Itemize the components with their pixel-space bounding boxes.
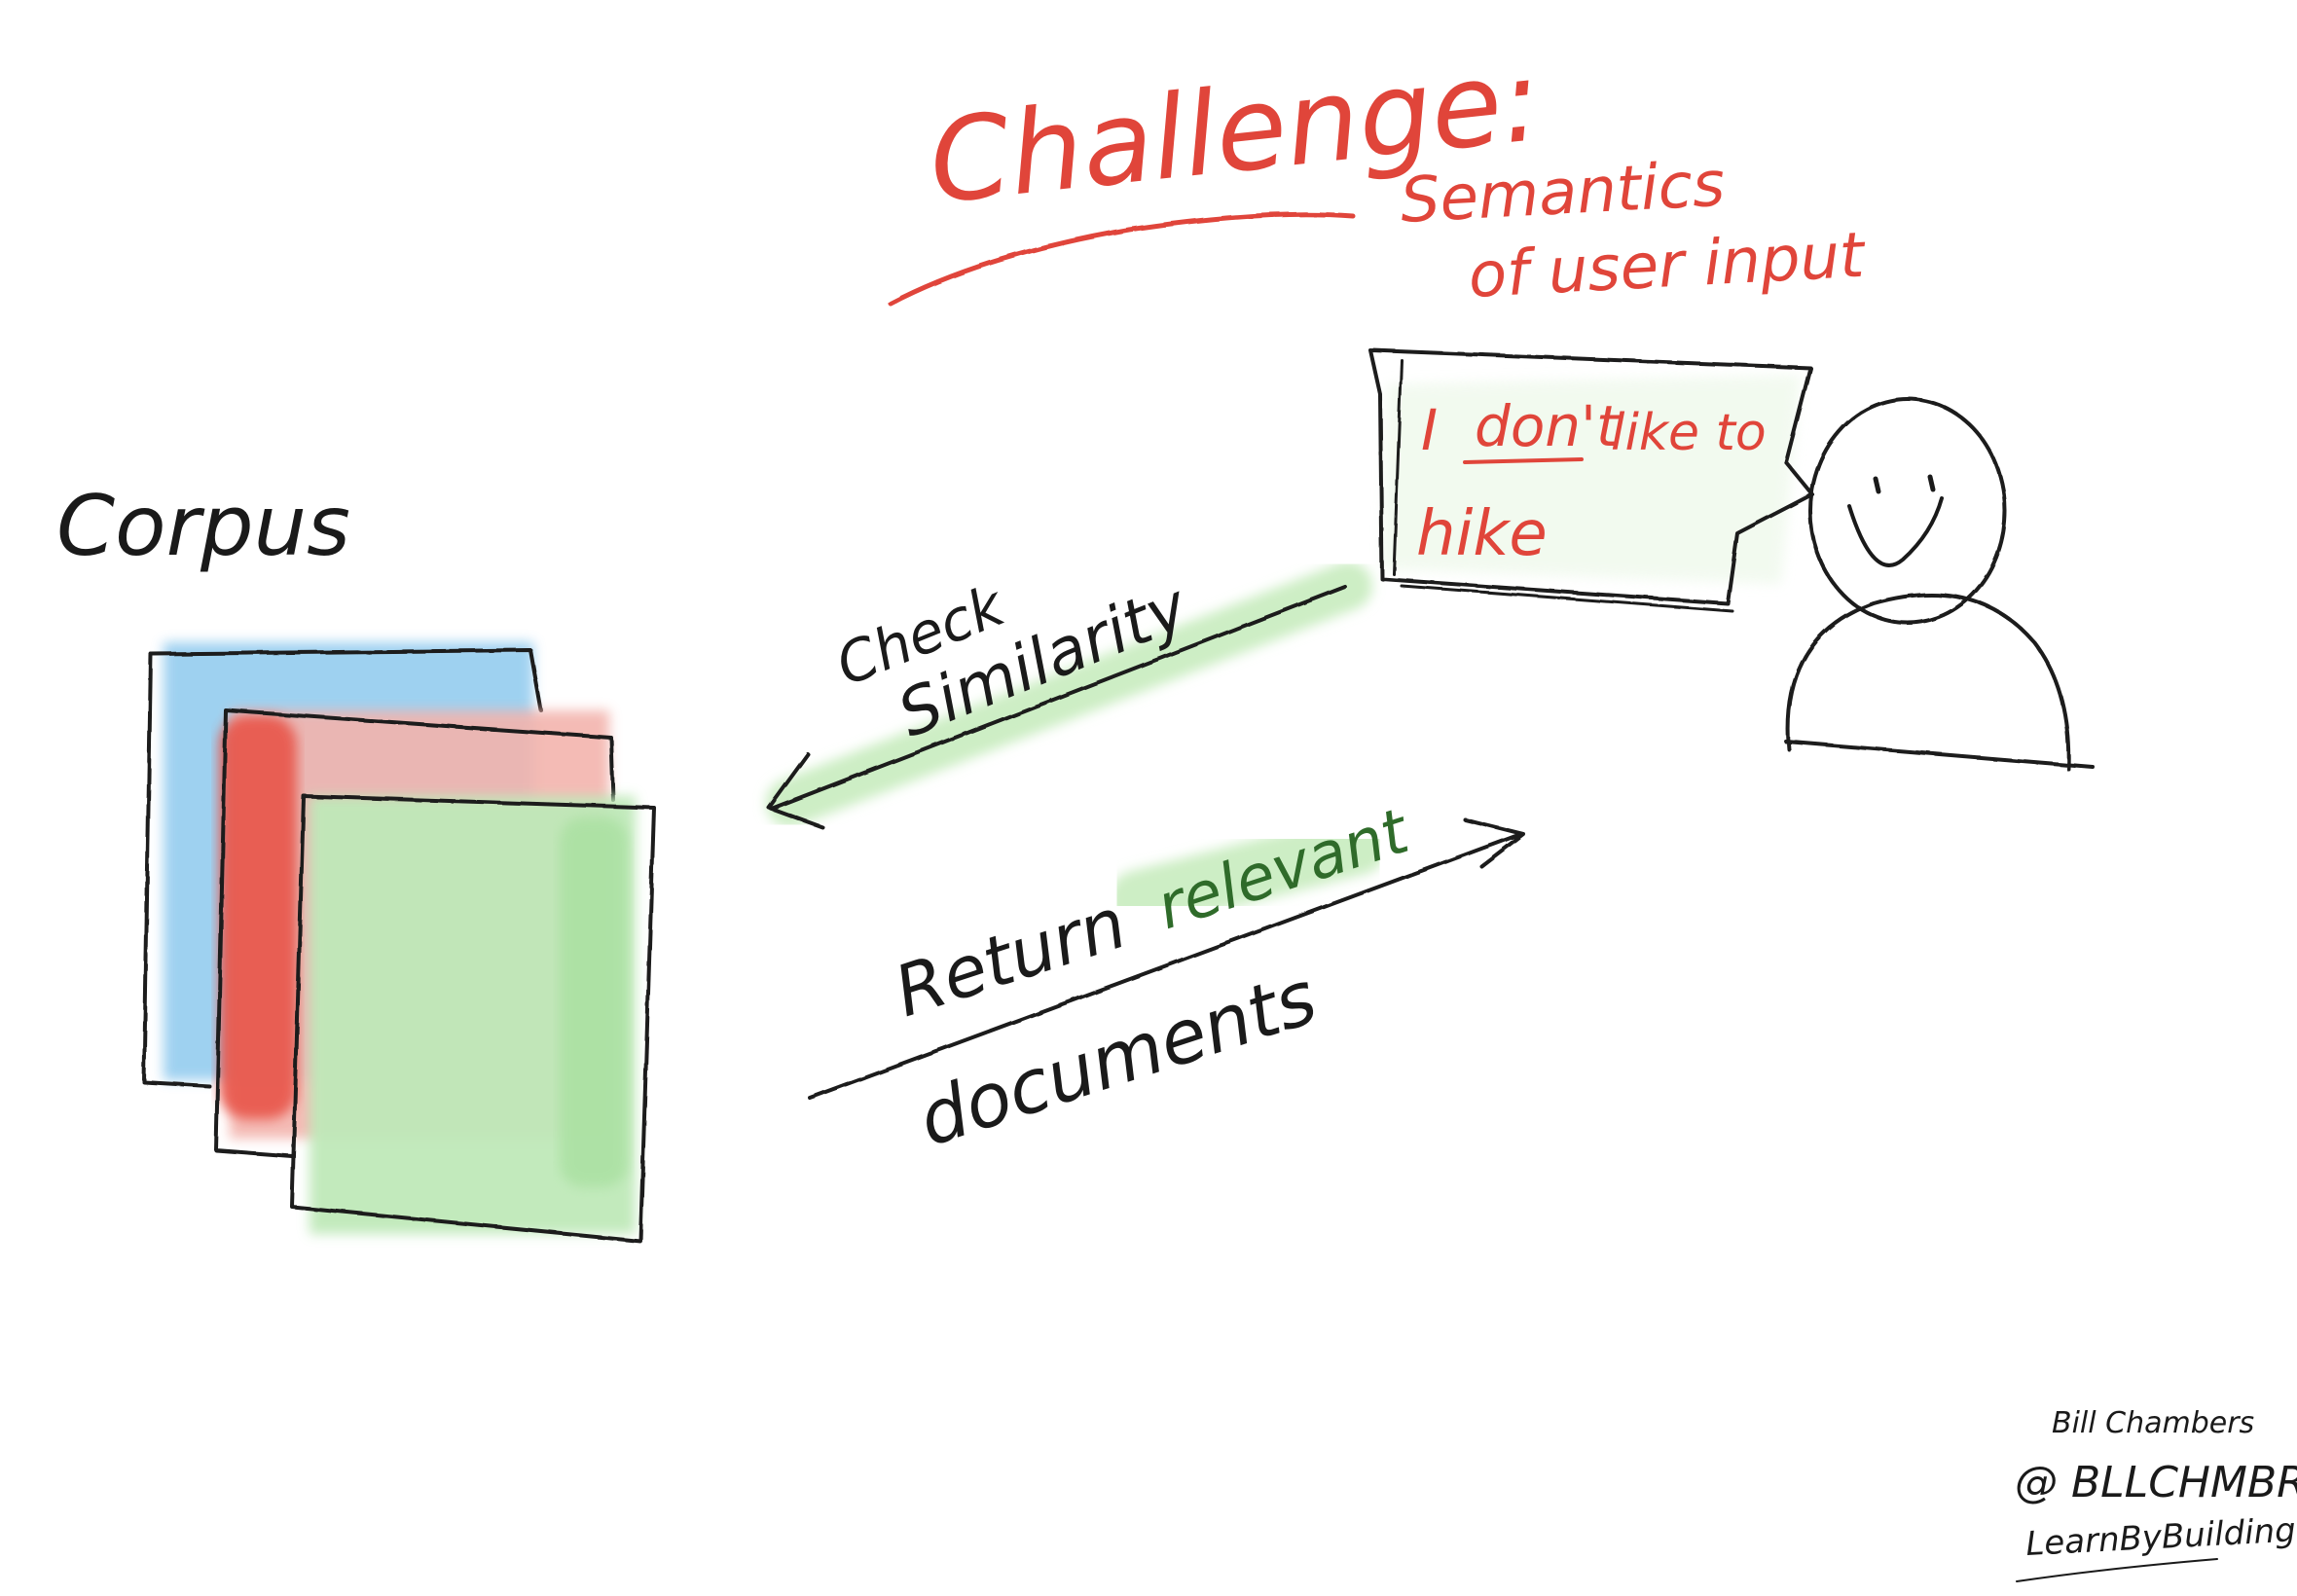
signature-underline (2016, 1558, 2218, 1582)
signature: Bill Chambers @ BLLCHMBRS LearnByBuildin… (2015, 1406, 2297, 1582)
dont-underline (1463, 457, 1584, 464)
challenge-subtitle-line1: Semantics (1399, 149, 1727, 237)
user-eye-left (1873, 476, 1881, 494)
user-figure (1784, 397, 2095, 771)
signature-name: Bill Chambers (2052, 1406, 2254, 1440)
speech-bubble: I don't like to hike (1368, 348, 1814, 613)
signature-site: LearnByBuilding.ai (2024, 1508, 2297, 1564)
corpus-documents (142, 642, 656, 1243)
challenge-underline (888, 211, 1356, 307)
return-label: Return (885, 882, 1135, 1033)
corpus-label: Corpus (56, 478, 350, 575)
signature-handle: @ BLLCHMBRS (2015, 1458, 2297, 1507)
speech-text-dont: don't (1475, 393, 1621, 459)
check-similarity-arrow: Check Similarity (766, 562, 1372, 829)
document-green (290, 794, 656, 1243)
speech-text-hike: hike (1416, 498, 1548, 570)
challenge-header: Challenge: Semantics of user input (888, 32, 1869, 312)
user-smile (1847, 496, 1944, 567)
speech-text-like-to: like to (1611, 404, 1767, 462)
speech-text-i: I (1421, 397, 1438, 463)
user-body (1784, 593, 2095, 771)
return-documents-arrow: Return relevant documents (808, 795, 1525, 1163)
user-eye-right (1927, 474, 1936, 492)
user-head (1808, 397, 2007, 625)
challenge-subtitle-line2: of user input (1467, 220, 1869, 312)
